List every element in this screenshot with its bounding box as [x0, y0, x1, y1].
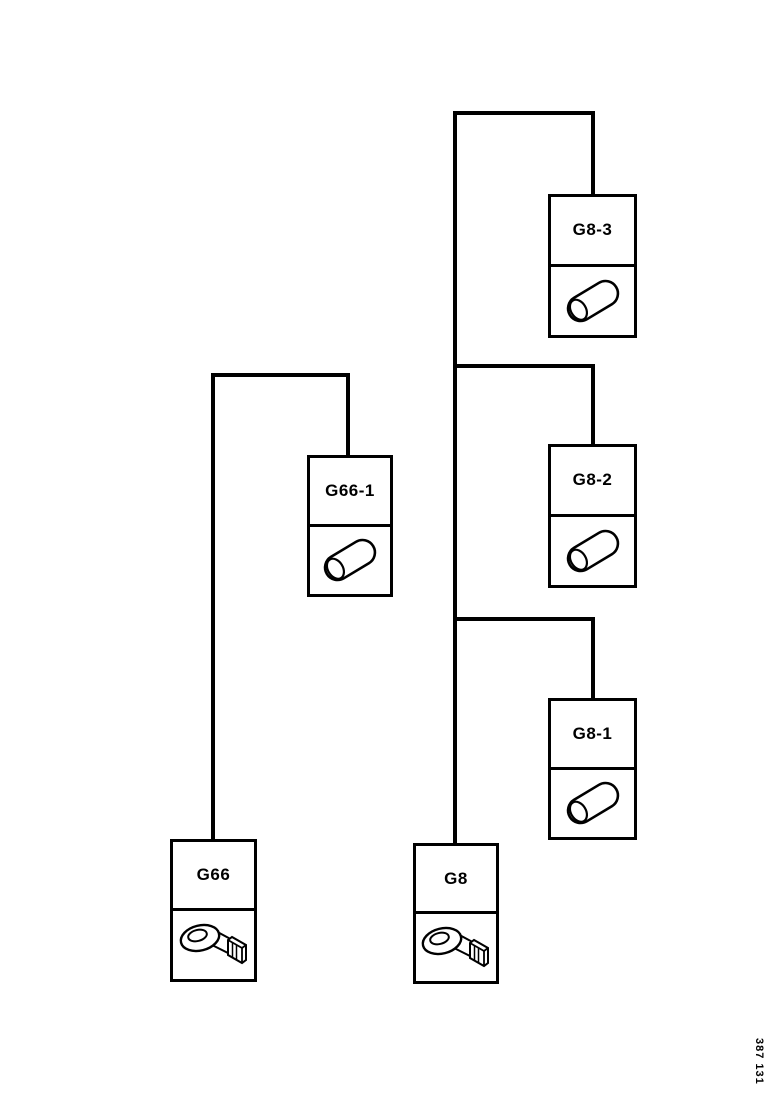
wire-g66-trunk-vertical: [211, 373, 215, 841]
wire-g66-1-branch-vertical: [346, 373, 350, 457]
connector-box-g8: G8: [413, 843, 499, 984]
doc-number: 387 131: [753, 1038, 765, 1085]
ring-terminal-icon: [416, 914, 496, 981]
wire-g8-trunk-vertical: [453, 111, 457, 845]
butt-connector-icon: [310, 527, 390, 594]
connector-box-g8-1: G8-1: [548, 698, 637, 840]
butt-connector-icon: [551, 267, 634, 335]
butt-connector-icon: [551, 517, 634, 585]
connector-label-g8-3: G8-3: [551, 197, 634, 267]
wire-g8-1-branch-vertical: [591, 617, 595, 701]
butt-connector-icon: [551, 770, 634, 837]
connector-box-g8-2: G8-2: [548, 444, 637, 588]
wire-g8-2-branch-horizontal: [453, 364, 595, 368]
connector-box-g66: G66: [170, 839, 257, 982]
wire-g66-1-branch-horizontal: [211, 373, 350, 377]
connector-label-g8: G8: [416, 846, 496, 915]
wire-g8-3-branch-horizontal: [453, 111, 595, 115]
connector-label-g8-1: G8-1: [551, 701, 634, 770]
connector-label-g8-2: G8-2: [551, 447, 634, 517]
connector-box-g66-1: G66-1: [307, 455, 393, 597]
connector-label-g66: G66: [173, 842, 254, 912]
connector-box-g8-3: G8-3: [548, 194, 637, 338]
wire-g8-1-branch-horizontal: [453, 617, 595, 621]
ring-terminal-icon: [173, 911, 254, 979]
wire-g8-2-branch-vertical: [591, 364, 595, 446]
connector-label-g66-1: G66-1: [310, 458, 390, 527]
wire-g8-3-branch-vertical: [591, 111, 595, 196]
